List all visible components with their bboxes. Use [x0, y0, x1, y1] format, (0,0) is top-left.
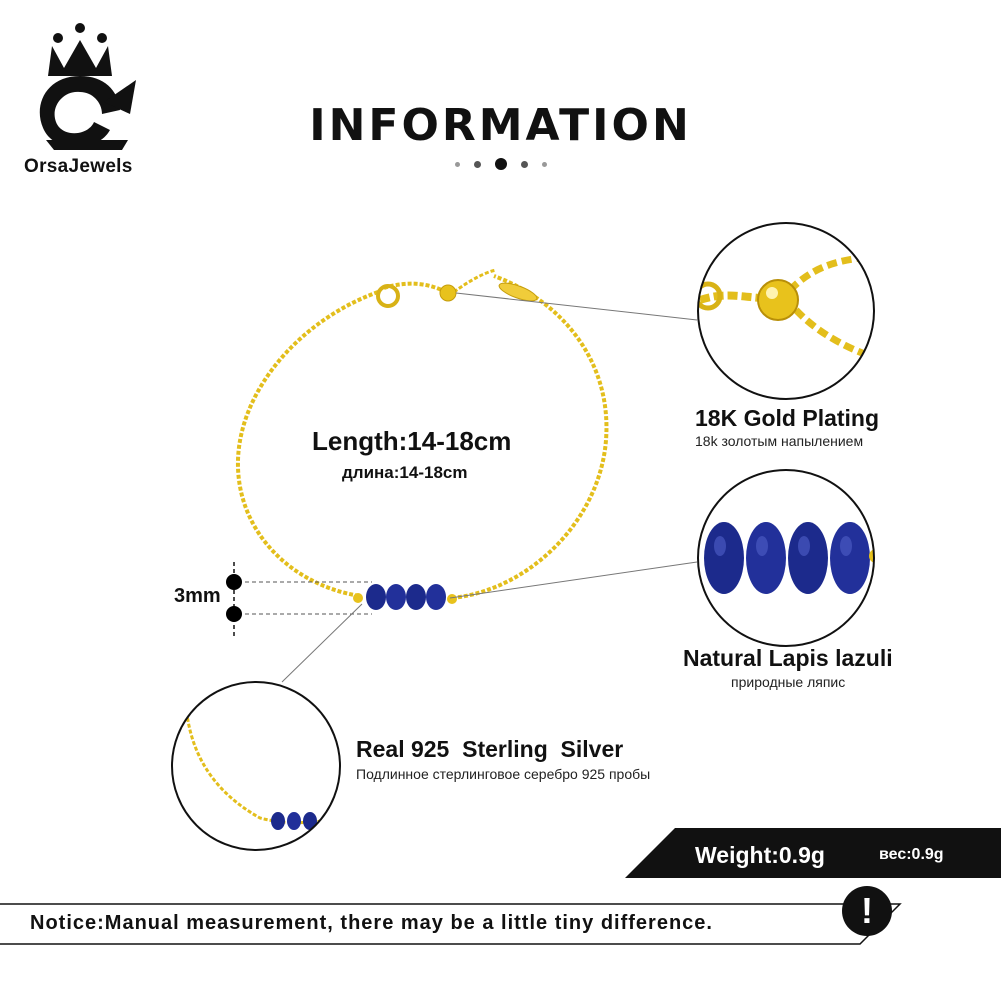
bracelet-chain [235, 290, 379, 598]
brand-name: OrsaJewels [24, 156, 133, 177]
gold-plating-label: 18K Gold Plating [695, 405, 880, 431]
silver-label: Real 925 Sterling Silver [356, 736, 624, 762]
lapis-label-ru: природные ляпис [731, 674, 846, 690]
tag-plate [498, 282, 538, 302]
exclamation-icon: ! [842, 886, 892, 936]
weight-label-ru: вес:0.9g [879, 846, 944, 863]
lapis-bead [366, 584, 386, 610]
bead-size-label: 3mm [174, 585, 221, 607]
bracelet-chain-right [451, 274, 609, 600]
title-dots-divider [0, 158, 1001, 170]
length-label-ru: длина:14-18cm [342, 463, 468, 482]
spring-ring-clasp [376, 284, 400, 308]
orsa-jewels-logo [39, 23, 136, 150]
lapis-bead [386, 584, 406, 610]
gold-spacer-bead [353, 593, 363, 603]
slider-bead [439, 284, 457, 302]
gold-plating-label-ru: 18k золотым напылением [695, 433, 864, 449]
gold-spacer-bead [447, 594, 457, 604]
lapis-bead [406, 584, 426, 610]
silver-label-ru: Подлинное стерлинговое серебро 925 пробы [356, 766, 651, 782]
zoom-chain-detail [171, 681, 341, 851]
zoom-lapis-detail [697, 469, 875, 647]
zoom-clasp-detail [697, 222, 875, 400]
lapis-bead [426, 584, 446, 610]
lapis-label: Natural Lapis lazuli [683, 645, 893, 671]
notice-text: Notice:Manual measurement, there may be … [30, 912, 713, 934]
length-label: Length:14-18cm [312, 426, 512, 456]
page-title: INFORMATION [309, 100, 692, 151]
weight-label: Weight:0.9g [695, 842, 825, 868]
weight-banner [625, 828, 1001, 878]
